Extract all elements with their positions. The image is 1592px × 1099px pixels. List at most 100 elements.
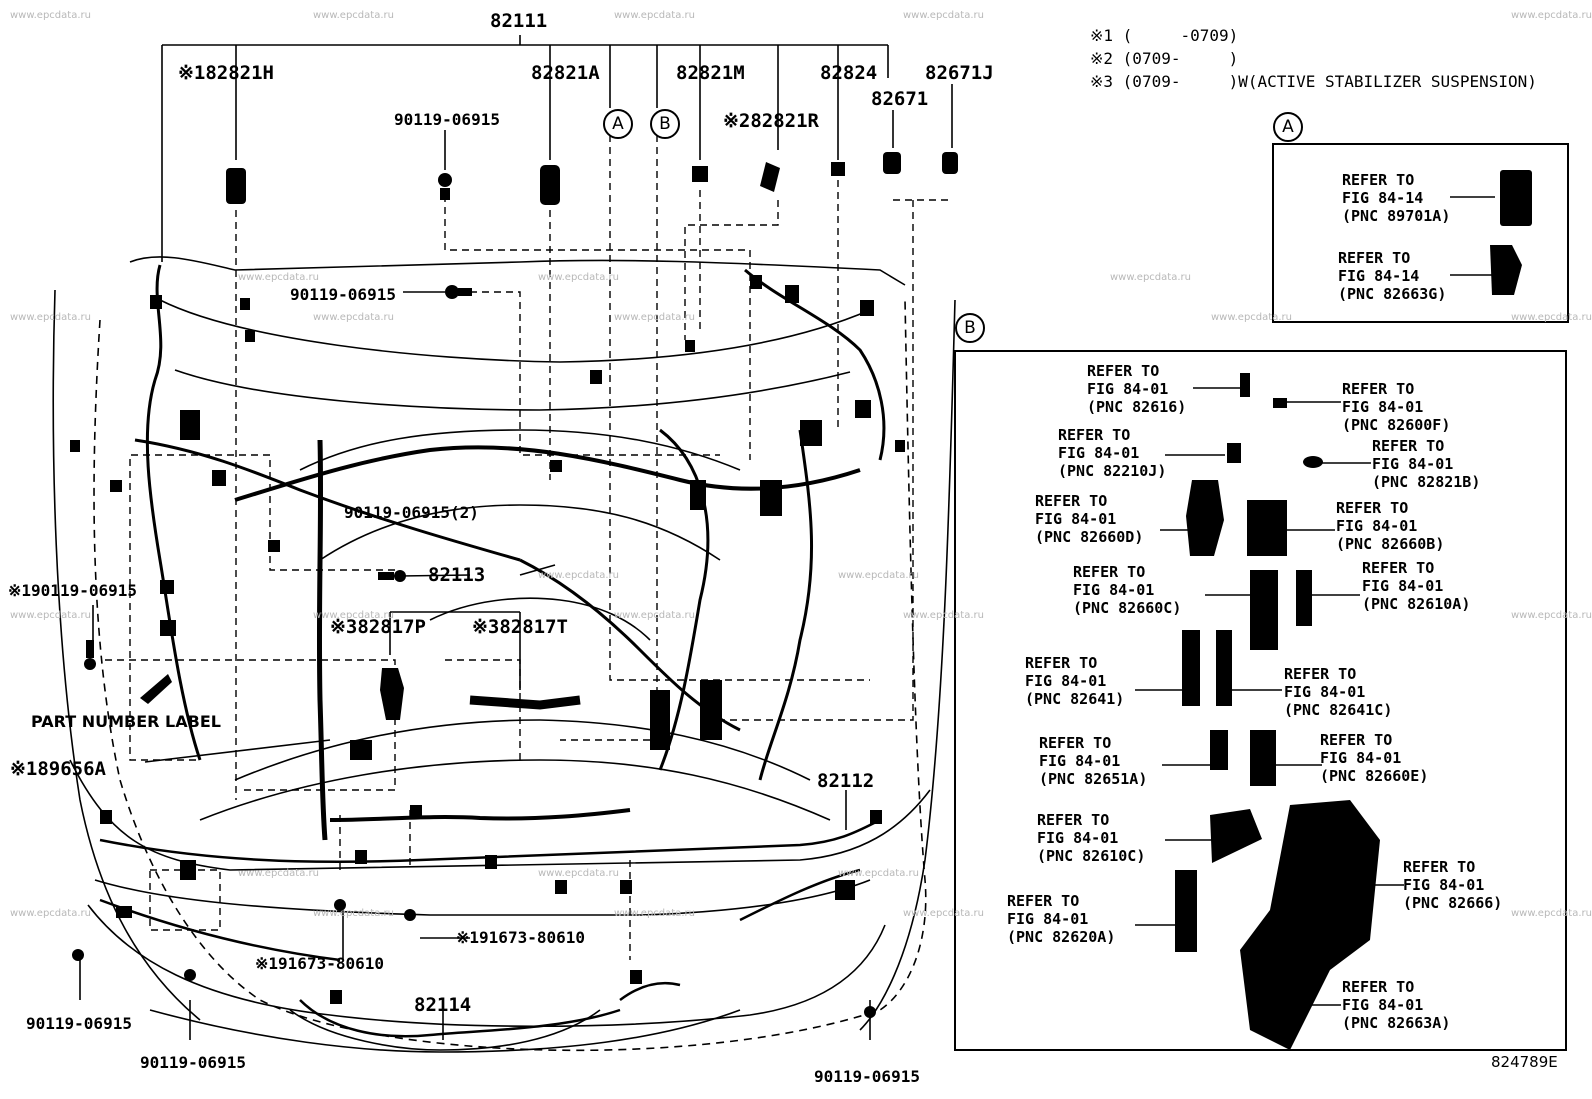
ref-line: REFER TO [1037,811,1110,829]
watermark: www.epcdata.ru [614,312,695,323]
part-89656a[interactable]: ※189656A [10,758,106,780]
leader-lines [79,35,1495,1040]
ref-82660b[interactable]: REFER TO FIG 84-01 (PNC 82660B) [1336,499,1444,553]
engine-bay-outline [52,256,956,1053]
ref-82641[interactable]: REFER TO FIG 84-01 (PNC 82641) [1025,654,1124,708]
ref-line: REFER TO [1035,492,1108,510]
watermark: www.epcdata.ru [313,908,394,919]
ref-82660e[interactable]: REFER TO FIG 84-01 (PNC 82660E) [1320,731,1428,785]
watermark: www.epcdata.ru [538,868,619,879]
part-82824[interactable]: 82824 [820,62,878,84]
ref-line: (PNC 82600F) [1342,416,1451,434]
bolt-left[interactable]: ※190119-06915 [8,581,137,600]
watermark: www.epcdata.ru [10,908,91,919]
ref-line: REFER TO [1058,426,1131,444]
panel-a-parts [1490,170,1532,295]
ref-82610c[interactable]: REFER TO FIG 84-01 (PNC 82610C) [1037,811,1145,865]
panel-a-frame [1272,143,1569,323]
bolt-bottom-right[interactable]: 90119-06915 [814,1067,920,1086]
ref-89701a[interactable]: REFER TO FIG 84-14 (PNC 89701A) [1342,171,1450,225]
circle-marker-a[interactable]: A [603,109,633,139]
applicability-note-3: ※3 (0709- )W(ACTIVE STABILIZER SUSPENSIO… [1090,72,1537,91]
part-82114[interactable]: 82114 [414,994,472,1016]
ref-line: FIG 84-14 [1338,267,1420,285]
ref-line: (PNC 82660B) [1336,535,1445,553]
part-82821m[interactable]: 82821M [676,62,745,84]
watermark: www.epcdata.ru [238,868,319,879]
ref-82821b[interactable]: REFER TO FIG 84-01 (PNC 82821B) [1372,437,1480,491]
watermark: www.epcdata.ru [10,312,91,323]
ref-line: REFER TO [1372,437,1445,455]
watermark: www.epcdata.ru [1511,908,1592,919]
part-82821a[interactable]: 82821A [531,62,600,84]
part-82821r[interactable]: ※282821R [723,110,819,132]
part-82111[interactable]: 82111 [490,10,548,32]
ref-line: FIG 84-01 [1336,517,1418,535]
ref-line: REFER TO [1362,559,1435,577]
part-82671j[interactable]: 82671J [925,62,994,84]
circle-marker-b[interactable]: B [650,109,680,139]
ref-82663g[interactable]: REFER TO FIG 84-14 (PNC 82663G) [1338,249,1446,303]
bolt-mid[interactable]: 90119-06915 [290,285,396,304]
watermark: www.epcdata.ru [1110,272,1191,283]
ref-line: (PNC 82660D) [1035,528,1144,546]
ref-line: (PNC 82666) [1403,894,1503,912]
ref-line: FIG 84-14 [1342,189,1424,207]
watermark: www.epcdata.ru [538,570,619,581]
watermark: www.epcdata.ru [538,272,619,283]
ref-82663a[interactable]: REFER TO FIG 84-01 (PNC 82663A) [1342,978,1450,1032]
ref-line: (PNC 89701A) [1342,207,1451,225]
ref-line: REFER TO [1403,858,1476,876]
ref-82610a[interactable]: REFER TO FIG 84-01 (PNC 82610A) [1362,559,1470,613]
ref-82666[interactable]: REFER TO FIG 84-01 (PNC 82666) [1403,858,1502,912]
ref-82660c[interactable]: REFER TO FIG 84-01 (PNC 82660C) [1073,563,1181,617]
bolt-bottom-center[interactable]: 90119-06915 [140,1053,246,1072]
watermark: www.epcdata.ru [10,610,91,621]
ref-line: FIG 84-01 [1007,910,1089,928]
figure-id: 824789E [1491,1053,1558,1071]
part-82113[interactable]: 82113 [428,564,486,586]
part-82671[interactable]: 82671 [871,88,929,110]
watermark: www.epcdata.ru [313,312,394,323]
ref-82616[interactable]: REFER TO FIG 84-01 (PNC 82616) [1087,362,1186,416]
ref-line: FIG 84-01 [1087,380,1169,398]
part-82821h[interactable]: ※182821H [178,62,274,84]
watermark: www.epcdata.ru [238,272,319,283]
clip-91673-left[interactable]: ※191673-80610 [255,954,384,973]
ref-line: REFER TO [1025,654,1098,672]
ref-line: FIG 84-01 [1362,577,1444,595]
bolt-bottom-left[interactable]: 90119-06915 [26,1014,132,1033]
ref-82600f[interactable]: REFER TO FIG 84-01 (PNC 82600F) [1342,380,1450,434]
ref-line: REFER TO [1338,249,1411,267]
part-number-label: PART NUMBER LABEL [31,712,221,731]
clip-91673-right[interactable]: ※191673-80610 [456,928,585,947]
watermark: www.epcdata.ru [313,610,394,621]
part-82817t[interactable]: ※382817T [472,616,568,638]
part-82817p[interactable]: ※382817P [330,616,426,638]
watermark: www.epcdata.ru [10,10,91,21]
watermark: www.epcdata.ru [838,570,919,581]
ref-82641c[interactable]: REFER TO FIG 84-01 (PNC 82641C) [1284,665,1392,719]
connector-blobs [70,152,958,1018]
ref-82660d[interactable]: REFER TO FIG 84-01 (PNC 82660D) [1035,492,1143,546]
watermark: www.epcdata.ru [614,610,695,621]
ref-line: REFER TO [1007,892,1080,910]
ref-line: REFER TO [1039,734,1112,752]
ref-line: FIG 84-01 [1320,749,1402,767]
ref-line: REFER TO [1320,731,1393,749]
ref-line: (PNC 82660C) [1073,599,1182,617]
ref-82651a[interactable]: REFER TO FIG 84-01 (PNC 82651A) [1039,734,1147,788]
ref-line: FIG 84-01 [1403,876,1485,894]
part-82112[interactable]: 82112 [817,770,875,792]
ref-line: (PNC 82620A) [1007,928,1116,946]
bolt-top[interactable]: 90119-06915 [394,110,500,129]
ref-line: (PNC 82641) [1025,690,1125,708]
ref-82210j[interactable]: REFER TO FIG 84-01 (PNC 82210J) [1058,426,1166,480]
ref-line: (PNC 82651A) [1039,770,1148,788]
bolt-double[interactable]: 90119-06915(2) [344,503,479,522]
ref-82620a[interactable]: REFER TO FIG 84-01 (PNC 82620A) [1007,892,1115,946]
applicability-note-2: ※2 (0709- ) [1090,49,1239,68]
ref-line: FIG 84-01 [1342,996,1424,1014]
watermark: www.epcdata.ru [838,868,919,879]
ref-line: REFER TO [1342,380,1415,398]
